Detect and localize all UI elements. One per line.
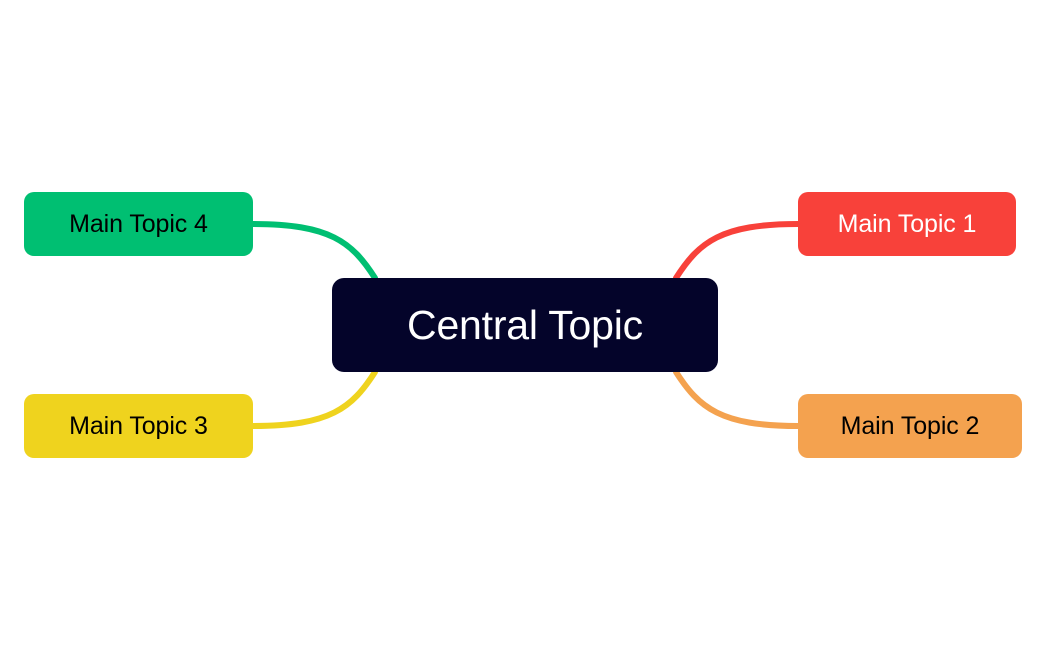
connector-topic-3 — [250, 369, 378, 429]
mind-map-central-node[interactable]: Central Topic — [332, 278, 718, 372]
node-label: Main Topic 4 — [69, 209, 208, 238]
node-label: Main Topic 2 — [840, 411, 980, 440]
connector-topic-2 — [673, 369, 801, 429]
mind-map-node-topic-1[interactable]: Main Topic 1 — [798, 192, 1016, 256]
central-node-label: Central Topic — [407, 301, 643, 348]
node-label: Main Topic 1 — [837, 209, 977, 238]
mind-map-node-topic-2[interactable]: Main Topic 2 — [798, 394, 1022, 458]
mind-map-node-topic-3[interactable]: Main Topic 3 — [24, 394, 253, 458]
connector-topic-4 — [250, 221, 378, 281]
connector-topic-1 — [673, 221, 801, 281]
node-label: Main Topic 3 — [69, 411, 208, 440]
mind-map-node-topic-4[interactable]: Main Topic 4 — [24, 192, 253, 256]
